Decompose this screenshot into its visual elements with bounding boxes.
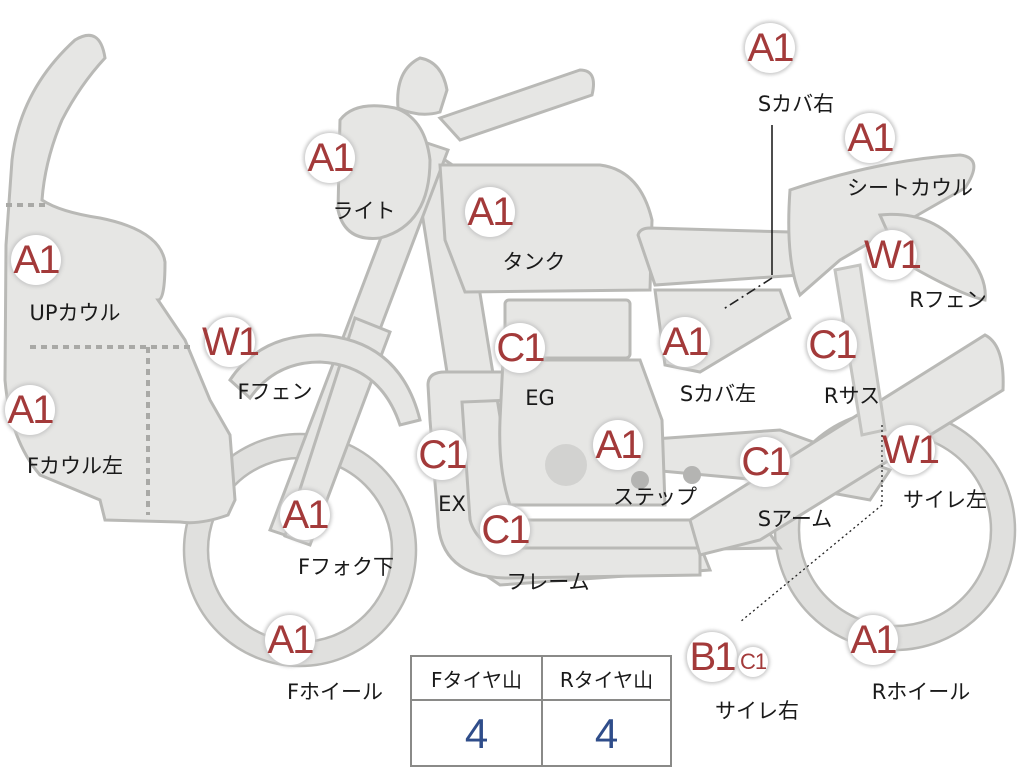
part-label-step: ステップ xyxy=(613,485,697,509)
part-label-light: ライト xyxy=(332,199,396,223)
code-badge-muffler-right: B1 xyxy=(687,632,737,682)
leader-muffler-right xyxy=(739,504,883,623)
secondary-code-badge-muffler-right: C1 xyxy=(738,647,768,677)
part-label-f-fork-lower: Fフォク下 xyxy=(297,555,395,579)
code-badge-f-fender: W1 xyxy=(202,317,260,367)
code-badge-step: A1 xyxy=(593,420,643,470)
part-label-muffler-left: サイレ左 xyxy=(903,488,987,512)
code-badge-tank: A1 xyxy=(465,187,515,237)
rear-tire-value: 4 xyxy=(594,710,619,757)
front-tire-header: Fタイヤ山 xyxy=(412,657,541,701)
code-badge-r-fender: W1 xyxy=(864,230,922,280)
part-label-exhaust: EX xyxy=(438,492,466,516)
tire-tread-table: Fタイヤ山 Rタイヤ山 4 4 xyxy=(410,655,672,767)
part-label-f-cowl-left: Fカウル左 xyxy=(26,454,124,478)
front-fender-shape xyxy=(228,333,422,427)
code-badge-muffler-left: W1 xyxy=(882,425,940,475)
code-badge-r-wheel: A1 xyxy=(848,615,898,665)
leader-side-cover-right-2 xyxy=(721,277,773,311)
part-label-seat-cowl: シートカウル xyxy=(847,176,973,200)
part-label-r-fender: Rフェン xyxy=(909,288,987,312)
code-badge-f-wheel: A1 xyxy=(265,615,315,665)
part-label-side-cover-left: Sカバ左 xyxy=(679,382,757,406)
part-label-side-cover-right: Sカバ右 xyxy=(757,92,835,116)
front-cowl-shape xyxy=(3,34,237,525)
code-badge-f-fork-lower: A1 xyxy=(280,490,330,540)
part-label-muffler-right: サイレ右 xyxy=(715,699,799,723)
part-label-up-cowl: UPカウル xyxy=(29,301,121,325)
seat-shape xyxy=(636,226,802,287)
code-badge-engine: C1 xyxy=(495,323,546,373)
handlebar-shape xyxy=(437,68,595,142)
code-badge-swing-arm: C1 xyxy=(740,437,791,487)
code-badge-f-cowl-left: A1 xyxy=(5,385,55,435)
front-tire-value: 4 xyxy=(464,710,489,757)
part-label-f-wheel: Fホイール xyxy=(286,680,384,704)
mirror-shape xyxy=(396,56,449,116)
part-label-r-suspension: Rサス xyxy=(823,384,881,408)
code-badge-up-cowl: A1 xyxy=(11,235,61,285)
code-badge-frame: C1 xyxy=(480,505,531,555)
rear-tire-header: Rタイヤ山 xyxy=(543,657,670,701)
code-badge-side-cover-right: A1 xyxy=(745,23,795,73)
code-badge-side-cover-left: A1 xyxy=(660,317,710,367)
table-divider xyxy=(541,657,543,767)
part-label-r-wheel: Rホイール xyxy=(871,680,971,704)
code-badge-exhaust: C1 xyxy=(417,430,468,480)
part-label-f-fender: Fフェン xyxy=(237,380,313,404)
code-badge-r-suspension: C1 xyxy=(807,320,858,370)
part-label-swing-arm: Sアーム xyxy=(757,507,833,531)
seat-cowl-shape xyxy=(787,153,976,298)
headlight-shape xyxy=(336,104,432,240)
code-badge-light: A1 xyxy=(305,133,355,183)
code-badge-seat-cowl: A1 xyxy=(845,113,895,163)
part-label-tank: タンク xyxy=(502,250,566,274)
part-label-frame: フレーム xyxy=(506,570,590,594)
part-label-engine: EG xyxy=(525,386,555,410)
